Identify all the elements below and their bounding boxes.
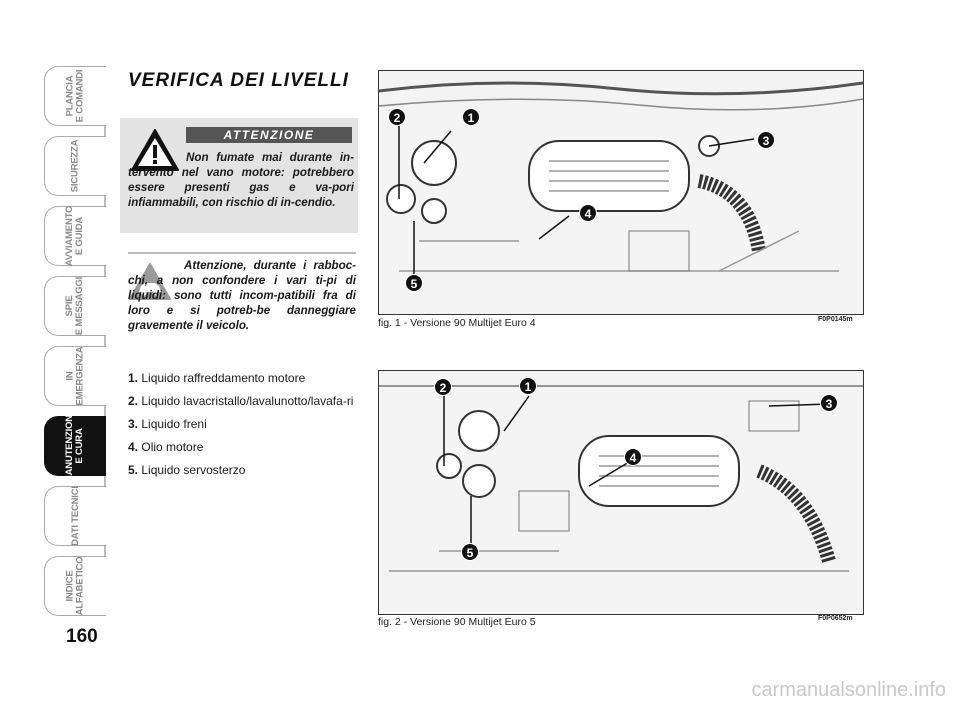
page-title: VERIFICA DEI LIVELLI: [128, 70, 349, 91]
list-item: 3. Liquido freni: [128, 417, 207, 431]
figure-1-marker-1: 1: [462, 108, 480, 126]
caution-text: Attenzione, durante i rabboc-chi, a non …: [128, 259, 356, 332]
tab-indice-alfabetico[interactable]: INDICE ALFABETICO: [44, 556, 106, 616]
tab-manutenzione-cura[interactable]: MANUTENZIONE E CURA: [44, 409, 106, 483]
warning-header: ATTENZIONE: [186, 127, 352, 143]
figure-2-marker-2: 2: [434, 378, 452, 396]
engine-bay-figure-2: [378, 370, 864, 615]
figure-2-marker-3: 3: [820, 394, 838, 412]
figure-1-marker-4: 4: [579, 204, 597, 222]
figure-1-caption: fig. 1 - Versione 90 Multijet Euro 4: [378, 317, 536, 329]
list-item: 1. Liquido raffreddamento motore: [128, 371, 306, 385]
car-caution-icon: [129, 263, 171, 300]
tab-divider-line: [104, 66, 106, 616]
section-divider: [128, 252, 356, 254]
figure-2-marker-5: 5: [461, 543, 479, 561]
figure-1-marker-2: 2: [388, 108, 406, 126]
tab-in-emergenza[interactable]: IN EMERGENZA: [44, 346, 106, 406]
figure-1-marker-5: 5: [405, 274, 423, 292]
figure-1-marker-3: 3: [757, 131, 775, 149]
engine-bay-figure-1: [378, 70, 864, 315]
list-item: 2. Liquido lavacristallo/lavalunotto/lav…: [128, 394, 354, 408]
tab-spie-messaggi[interactable]: SPIE E MESSAGGI: [44, 276, 106, 336]
warning-triangle-icon: [131, 129, 179, 171]
list-item: 5. Liquido servosterzo: [128, 463, 246, 477]
tab-plancia-comandi[interactable]: PLANCIA E COMANDI: [44, 66, 106, 126]
figure-2-marker-4: 4: [624, 448, 642, 466]
tab-sicurezza[interactable]: SICUREZZA: [44, 136, 106, 196]
page-number: 160: [66, 626, 98, 647]
figure-2-marker-1: 1: [519, 377, 537, 395]
watermark: carmanualsonline.info: [751, 679, 946, 701]
figure-2-code: F0P0652m: [818, 615, 853, 622]
tab-avviamento-guida[interactable]: AVVIAMENTO E GUIDA: [44, 206, 106, 266]
tab-dati-tecnici[interactable]: DATI TECNICI: [44, 486, 106, 546]
list-item: 4. Olio motore: [128, 440, 204, 454]
fluid-list: 1. Liquido raffreddamento motore 2. Liqu…: [128, 371, 356, 486]
warning-text: Non fumate mai durante in-tervento nel v…: [128, 151, 354, 209]
figure-2-caption: fig. 2 - Versione 90 Multijet Euro 5: [378, 616, 536, 628]
figure-1-code: F0P0145m: [818, 316, 853, 323]
